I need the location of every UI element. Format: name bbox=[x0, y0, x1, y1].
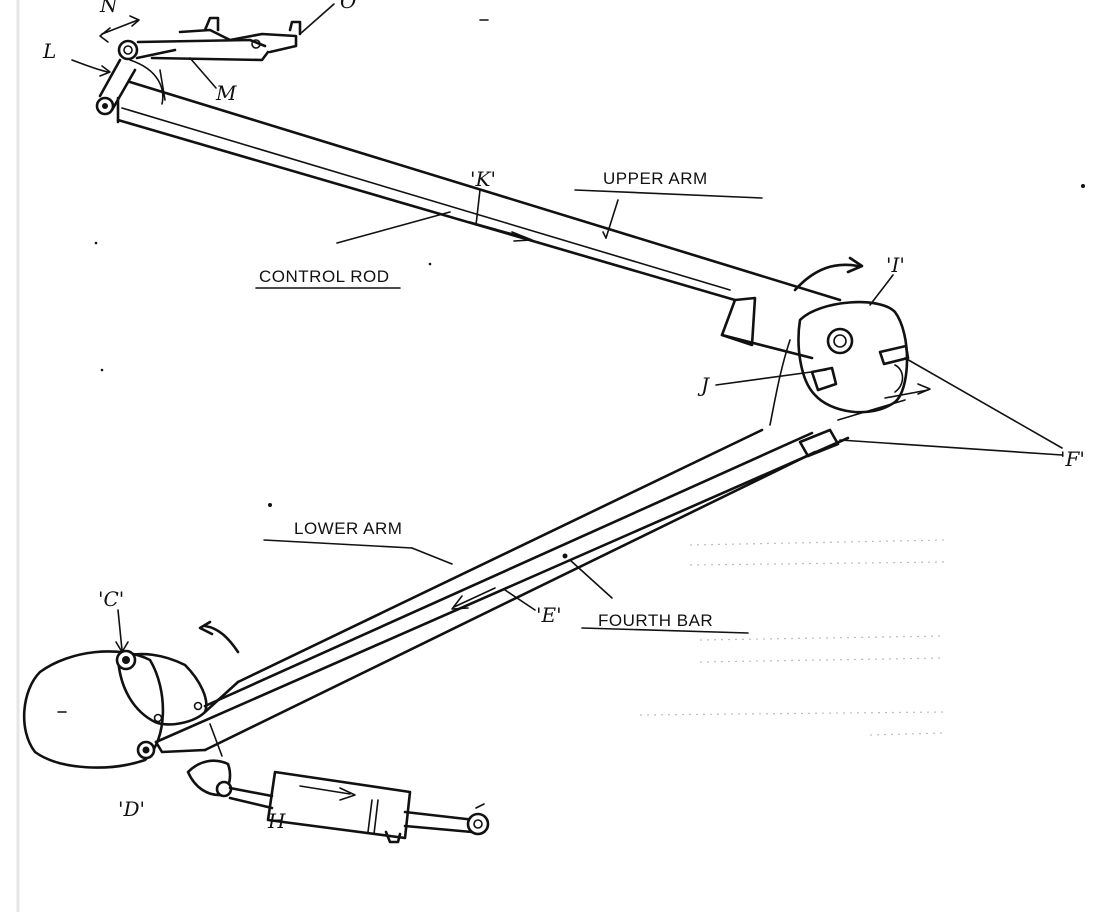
j-label: J bbox=[697, 373, 710, 397]
elbow-joint bbox=[769, 256, 931, 426]
upper-arm bbox=[116, 80, 842, 360]
shoulder-base bbox=[22, 620, 240, 769]
hydraulic-actuator bbox=[186, 723, 490, 844]
c-label: 'C' bbox=[98, 587, 124, 611]
upper-arm-label: UPPER ARM bbox=[603, 169, 708, 188]
control-rod bbox=[121, 107, 731, 291]
background-smudges bbox=[639, 539, 946, 736]
wrist-linkage bbox=[71, 15, 302, 116]
leader-lines bbox=[94, 3, 1085, 653]
i-label: 'I' bbox=[886, 253, 905, 277]
e-label: 'E' bbox=[536, 603, 562, 627]
lower-arm-label: LOWER ARM bbox=[294, 519, 402, 538]
h-label: H bbox=[267, 809, 286, 833]
fourth-bar-label: FOURTH BAR bbox=[598, 611, 713, 630]
d-label: 'D' bbox=[118, 797, 145, 821]
m-label: M bbox=[215, 81, 237, 105]
l-label: L bbox=[42, 39, 56, 63]
n-label: N bbox=[99, 0, 119, 17]
k-label: 'K' bbox=[470, 167, 496, 191]
control-rod-label: CONTROL ROD bbox=[259, 267, 390, 286]
o-label: O bbox=[340, 0, 356, 13]
fourth-bar bbox=[154, 428, 850, 754]
f-label: 'F' bbox=[1060, 447, 1085, 471]
lower-arm bbox=[203, 428, 814, 708]
